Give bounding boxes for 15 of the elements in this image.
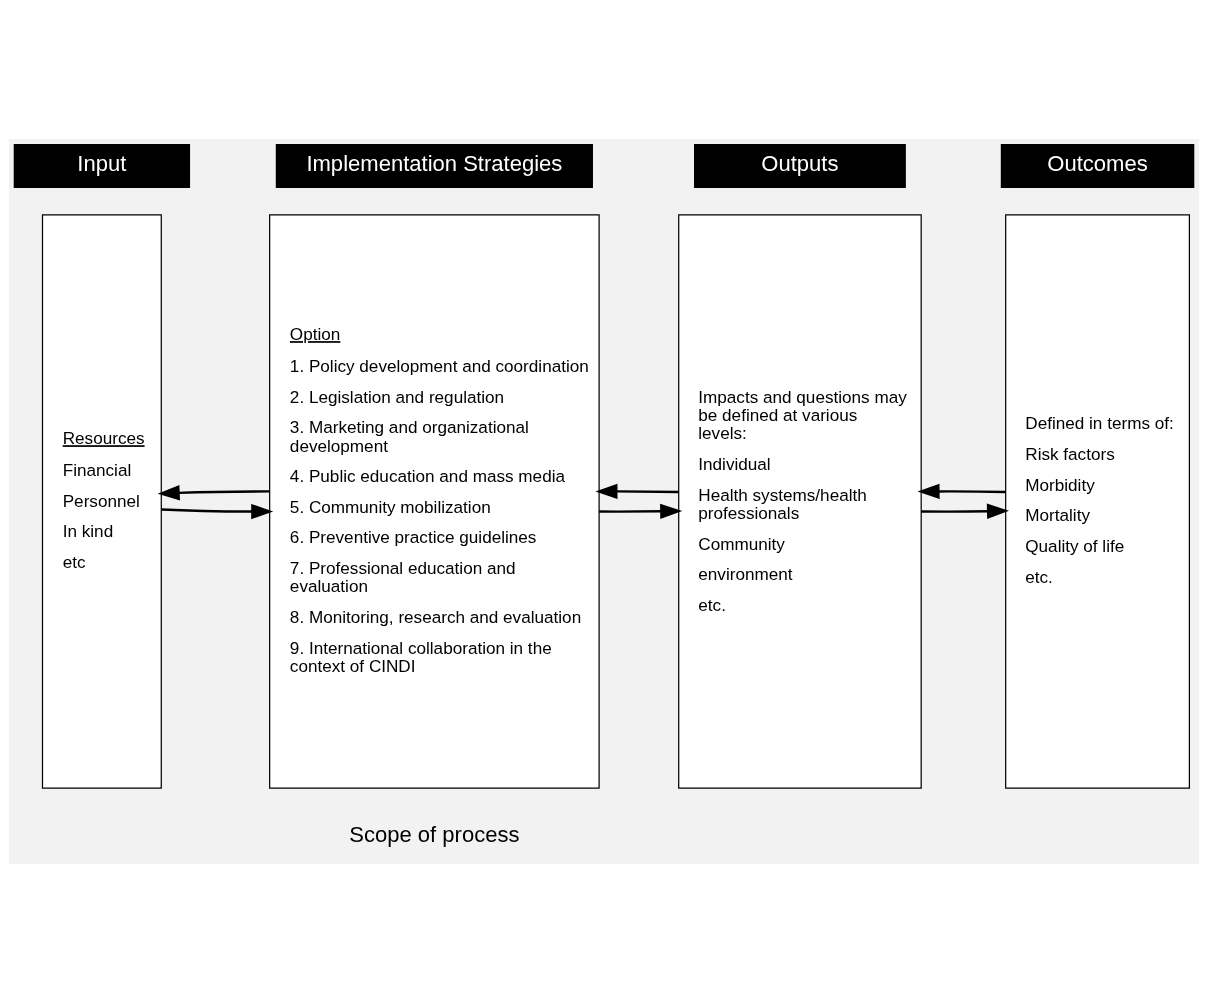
node-box: Impacts and questions may be defined at various levels: Individual Health systems/health professionals Community environment etc. [678,214,922,789]
arrow [921,503,1010,520]
node-box: Defined in terms of: Risk factors Morbidity Mortality Quality of life etc. [1005,214,1190,789]
arrow [917,483,1006,500]
label: Outcomes [1047,151,1148,177]
arrow [595,483,679,500]
arrow [599,503,683,520]
node-box: Option 1. Policy development and coordination 2. Legislation and regulation 3. Marketing and organizational development 4. Public education and mass media 5. Community mobilization 6. Preventive practice guidelines 7. Professional education and evaluation 8. Monitoring, research and evaluation 9. International collaboration in the context of CINDI [269,214,600,789]
label: Input [77,151,127,177]
arrow [161,503,274,520]
arrow [157,485,270,501]
node-box: Resources Financial Personnel In kind etc [41,214,162,789]
label: Implementation Strategies [306,151,563,177]
label: Outputs [761,151,839,177]
label: Scope of process [349,822,520,848]
